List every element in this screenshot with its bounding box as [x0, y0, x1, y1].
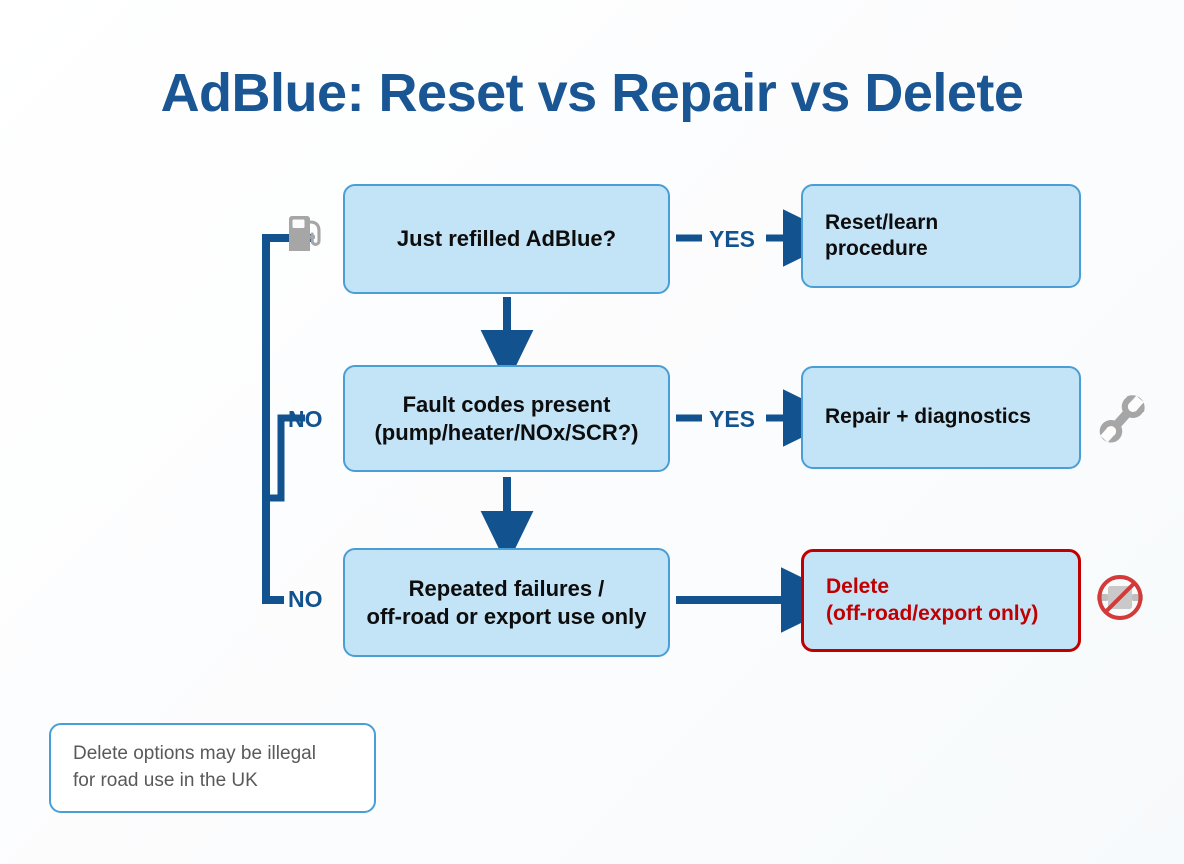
flow-box-question-2[interactable]: Fault codes present (pump/heater/NOx/SCR…: [343, 365, 670, 472]
footnote-box: Delete options may be illegal for road u…: [49, 723, 376, 813]
flow-box-outcome-reset[interactable]: Reset/learn procedure: [801, 184, 1081, 288]
flow-box-outcome-repair[interactable]: Repair + diagnostics: [801, 366, 1081, 469]
flow-box-question-3[interactable]: Repeated failures / off-road or export u…: [343, 548, 670, 657]
flow-box-question-2-label: Fault codes present (pump/heater/NOx/SCR…: [374, 391, 639, 445]
no-entry-icon: [1092, 570, 1148, 626]
flow-box-question-1[interactable]: Just refilled AdBlue?: [343, 184, 670, 294]
branch-label-no-1: NO: [288, 406, 323, 432]
flow-box-outcome-repair-label: Repair + diagnostics: [825, 405, 1031, 429]
page-title: AdBlue: Reset vs Repair vs Delete: [160, 63, 1024, 123]
branch-label-yes-1: YES: [709, 226, 756, 252]
fuel-pump-icon: [286, 213, 326, 255]
branch-label-no-2: NO: [288, 586, 323, 612]
footnote-label: Delete options may be illegal for road u…: [73, 743, 316, 791]
flow-box-outcome-delete-label: Delete (off-road/export only): [826, 575, 1039, 625]
flow-box-question-1-label: Just refilled AdBlue?: [396, 226, 617, 252]
wrench-icon: [1093, 390, 1151, 448]
branch-label-yes-2: YES: [709, 406, 756, 432]
flow-box-question-3-label: Repeated failures / off-road or export u…: [366, 575, 647, 629]
flow-box-outcome-delete[interactable]: Delete (off-road/export only): [801, 549, 1081, 652]
flow-box-outcome-reset-label: Reset/learn procedure: [825, 210, 939, 260]
